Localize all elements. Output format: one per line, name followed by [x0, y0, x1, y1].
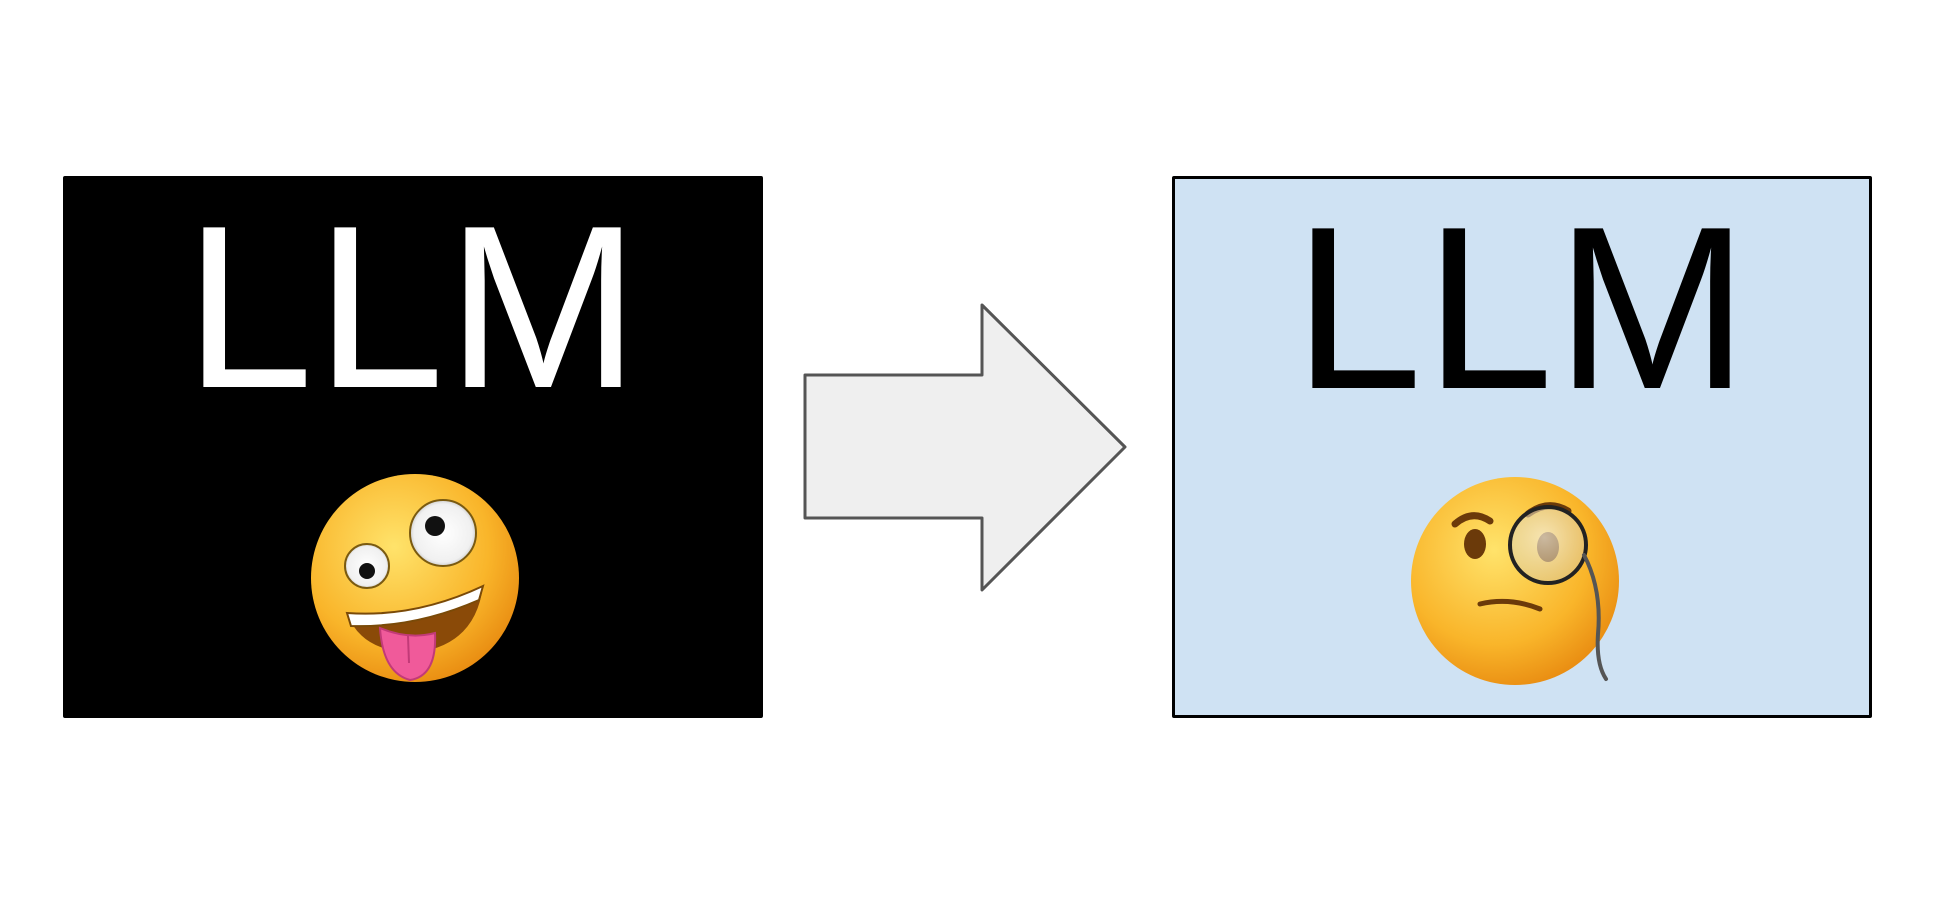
zany-face-icon — [305, 468, 525, 688]
face-with-monocle-icon — [1410, 469, 1630, 689]
left-llm-panel: LLM — [63, 176, 763, 718]
left-llm-label: LLM — [184, 178, 642, 437]
right-arrow-icon — [800, 300, 1135, 595]
right-llm-label: LLM — [1293, 179, 1751, 438]
right-llm-panel: LLM — [1172, 176, 1872, 718]
